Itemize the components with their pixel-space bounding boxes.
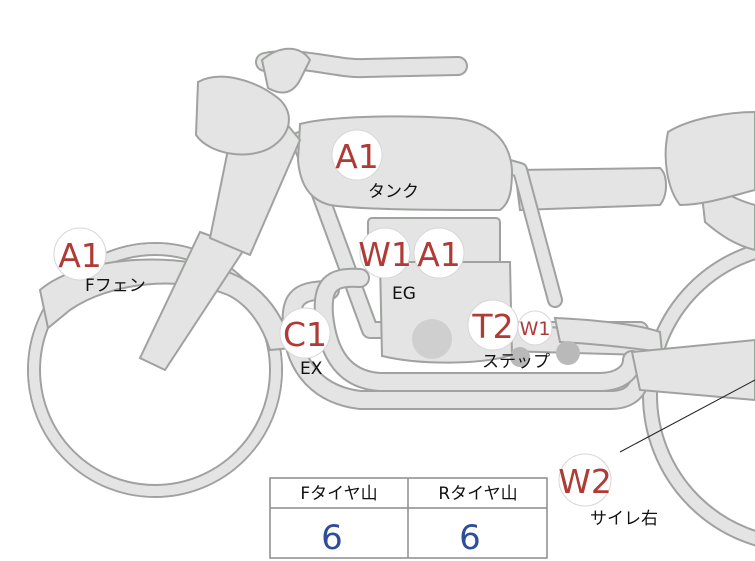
step-code-2: W1	[520, 318, 551, 340]
muffler-right	[630, 338, 755, 402]
front-tire-header: Fタイヤ山	[300, 484, 377, 504]
rear-tire-header: Rタイヤ山	[438, 484, 517, 504]
muffler-code-badge	[558, 453, 612, 507]
exhaust	[281, 267, 650, 410]
callout-muffler-right: W2 サイレ右	[558, 453, 658, 529]
muffler-leader-line	[619, 379, 755, 453]
callout-exhaust: C1 EX	[279, 307, 331, 379]
step-code-1: T2	[471, 307, 513, 346]
engine-label: EG	[392, 284, 416, 304]
tank-label: タンク	[368, 182, 419, 202]
step-label: ステップ	[482, 352, 550, 372]
muffler-label: サイレ右	[590, 509, 658, 529]
rear-tire-value: 6	[459, 518, 481, 558]
tank-code-badge	[331, 129, 383, 181]
engine-code-1: W1	[358, 235, 412, 274]
exhaust-code-badge	[279, 307, 331, 359]
engine-code-2: A1	[417, 235, 461, 274]
front-tire-value: 6	[321, 518, 343, 558]
callout-step: T2 W1 ステップ	[467, 299, 553, 372]
front-fender-code: A1	[58, 236, 102, 275]
front-fender-code-badge	[53, 227, 107, 281]
muffler-code: W2	[558, 462, 612, 501]
exhaust-code: C1	[283, 315, 327, 354]
headlight	[194, 75, 290, 156]
tire-table: Fタイヤ山 Rタイヤ山 6 6	[269, 477, 548, 559]
callout-engine: W1 A1 EG	[358, 227, 465, 304]
front-wheel	[27, 242, 283, 498]
tank-code: A1	[335, 137, 379, 176]
callout-front-fender: A1 Fフェン	[53, 227, 146, 296]
step-code-badge-2	[517, 310, 553, 346]
front-fender-label: Fフェン	[85, 276, 146, 296]
rear-body	[513, 110, 755, 252]
callout-tank: A1 タンク	[331, 129, 419, 202]
handlebar	[255, 47, 468, 94]
engine-code-badge-1	[359, 227, 411, 279]
exhaust-label: EX	[300, 359, 323, 379]
engine-code-badge-2	[413, 227, 465, 279]
